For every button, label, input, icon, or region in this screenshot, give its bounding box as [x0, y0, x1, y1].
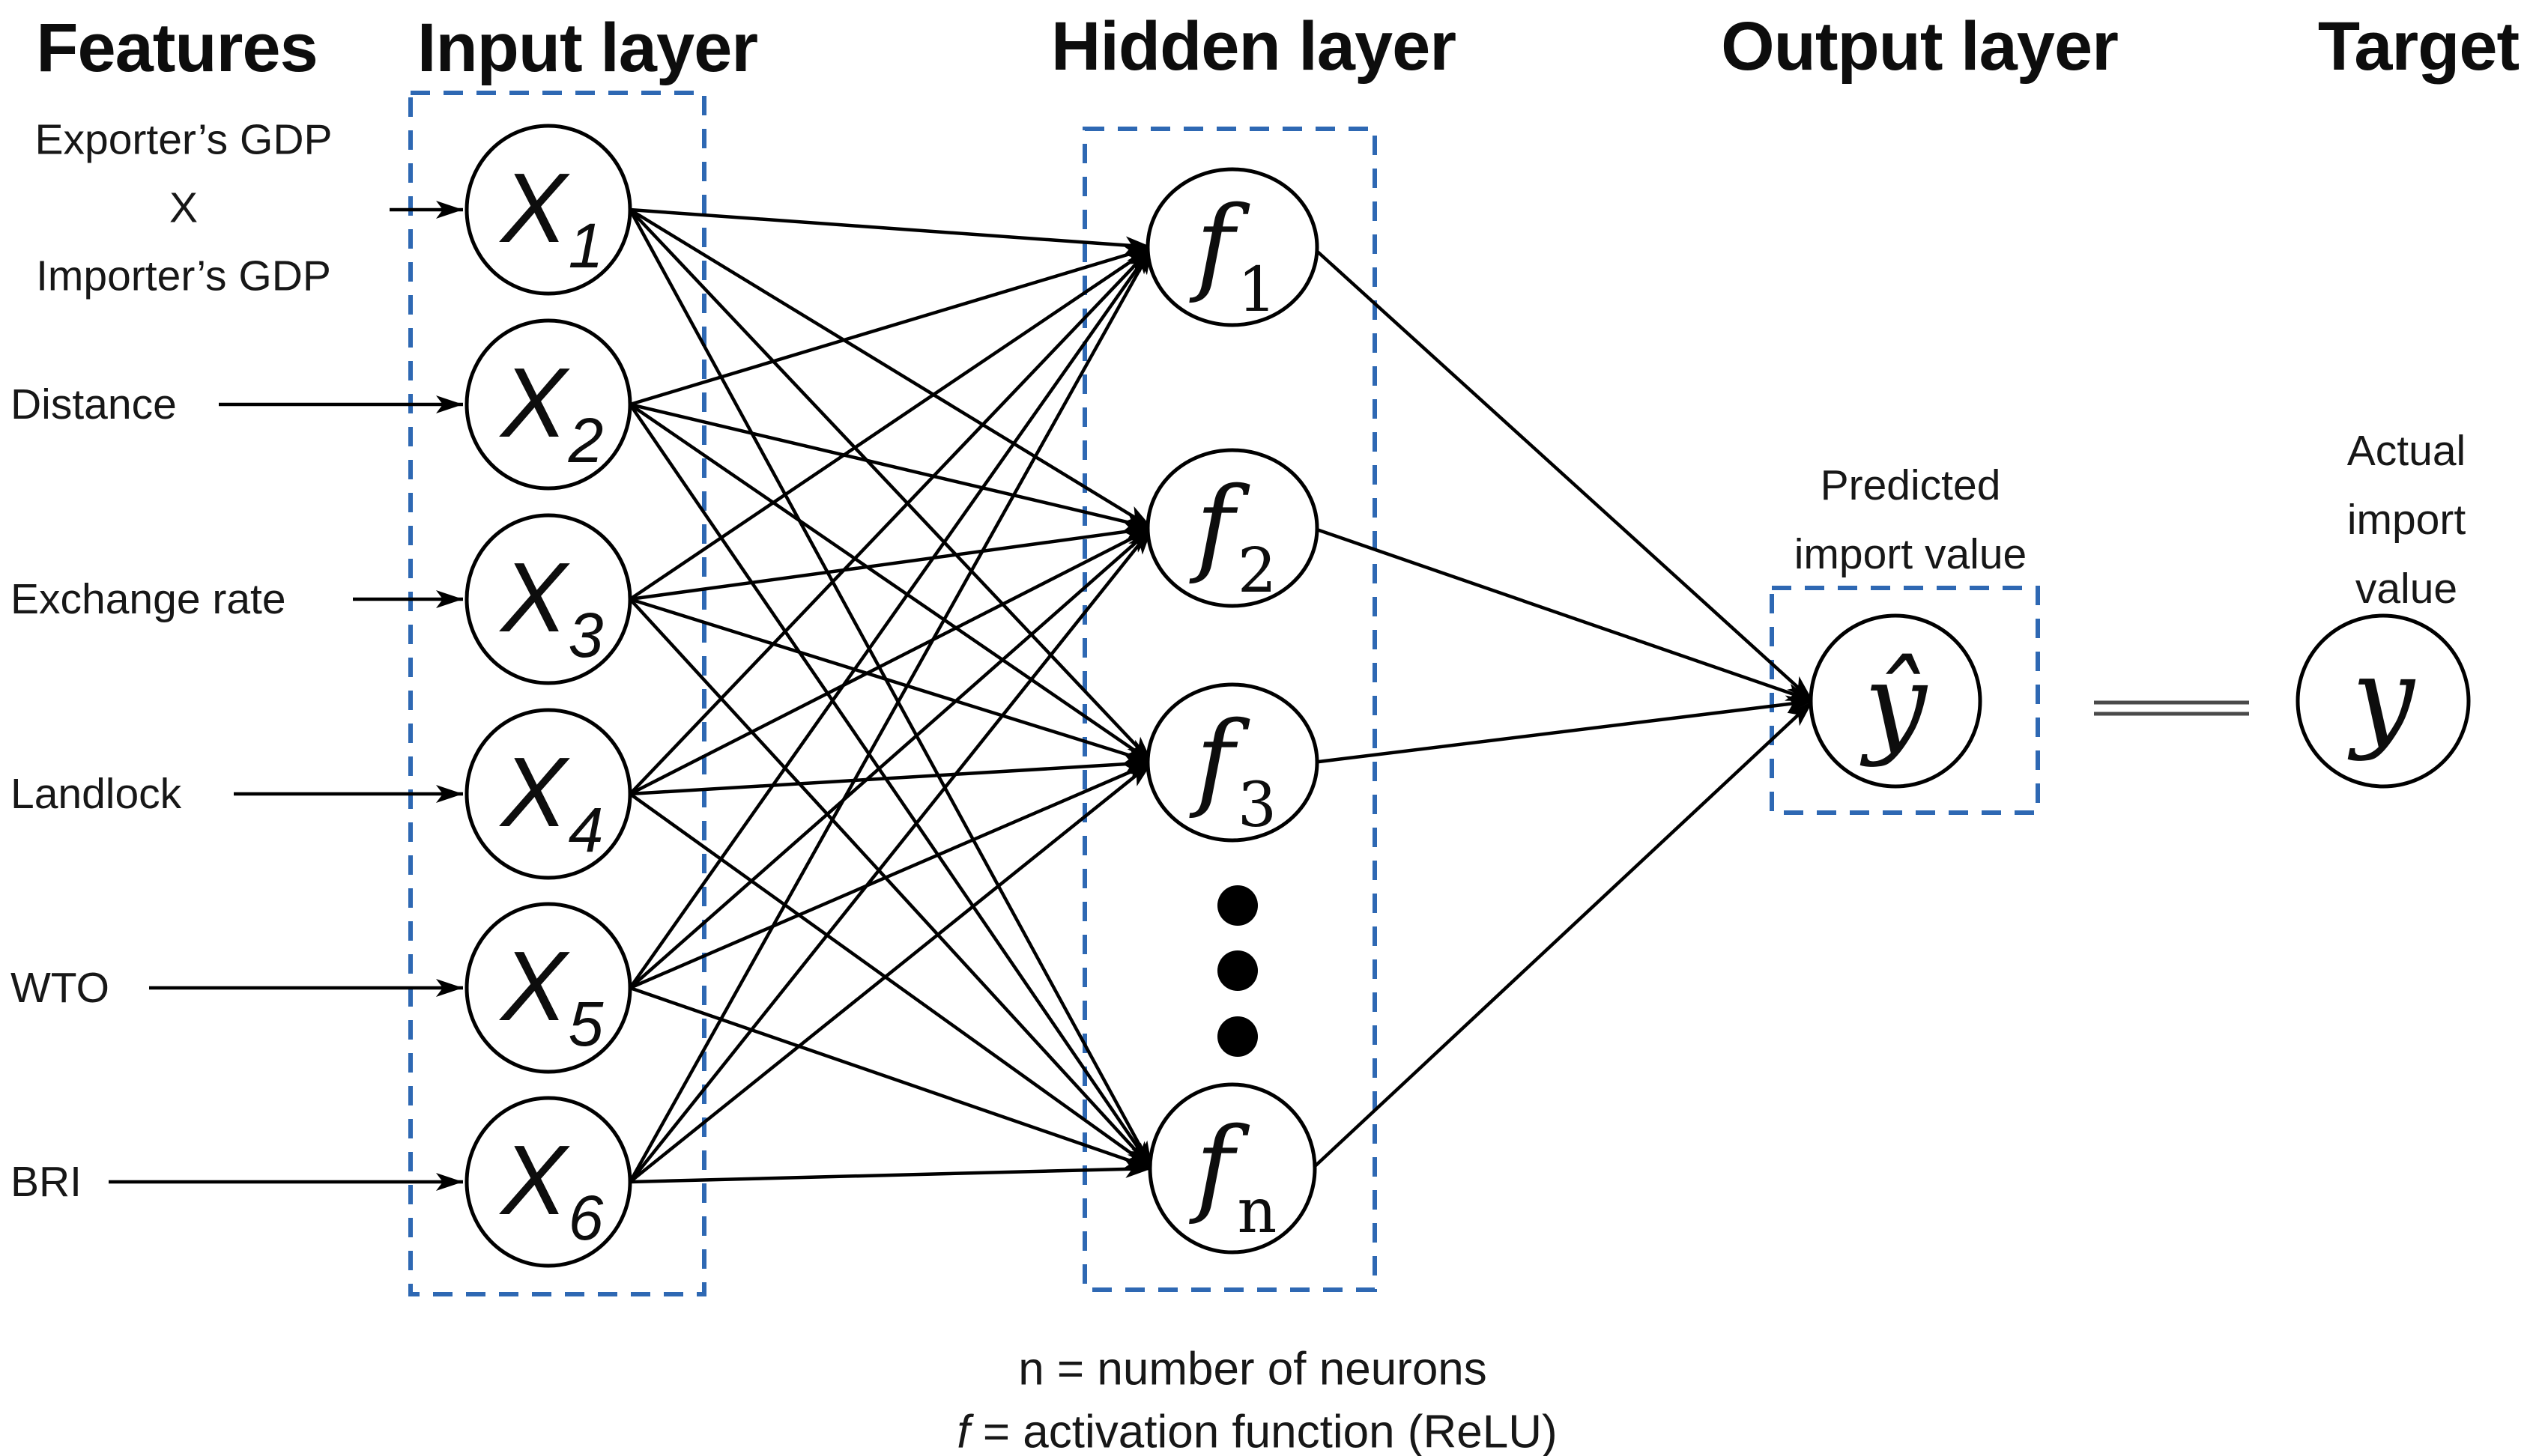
edge-x2-f1: [629, 245, 1153, 407]
hidden-node-f3-circle: [1146, 682, 1319, 843]
input-node-x1-label: X1: [500, 153, 604, 281]
input-layer-box: [408, 91, 706, 1296]
input-node-x6-label: X6: [500, 1125, 604, 1253]
edge-fn-yhat: [1311, 700, 1815, 1170]
header-features: Features: [36, 10, 318, 86]
hidden-node-fn-circle: [1148, 1082, 1317, 1255]
hidden-node-f2-label: f2: [1196, 465, 1277, 607]
edge-x6-f1: [629, 246, 1154, 1183]
input-node-x2-label: X2: [500, 348, 604, 476]
edge-x4-f3: [629, 755, 1153, 796]
feature-label-bri: BRI: [10, 1158, 82, 1206]
feature-label-exchange-rate: Exchange rate: [10, 575, 286, 623]
edge-x4-f1: [629, 246, 1154, 795]
feature-label-distance: Distance: [10, 380, 177, 428]
note-neurons: n = number of neurons: [1018, 1343, 1487, 1395]
edge-x6-fn: [629, 1159, 1153, 1184]
output-caption: Predicted import value: [1794, 461, 2027, 578]
header-input-layer: Input layer: [417, 10, 758, 86]
edge-f3-yhat: [1312, 695, 1814, 765]
edge-x1-f3: [629, 208, 1154, 764]
input-node-x5-circle: [464, 902, 632, 1074]
input-node-x5-label: X5: [500, 931, 604, 1059]
edge-x6-f2: [629, 527, 1154, 1183]
edge-x4-f2: [629, 526, 1154, 796]
target-node-y-circle: [2296, 613, 2471, 789]
header-hidden-layer: Hidden layer: [1050, 8, 1456, 85]
note-activation: f = activation function (ReLU): [957, 1406, 1557, 1456]
edge-x6-f3: [629, 761, 1154, 1183]
edge-x3-f1: [629, 246, 1154, 601]
edge-x2-f2: [629, 402, 1153, 531]
feature-label-wto: WTO: [10, 964, 109, 1012]
input-node-x4-label: X4: [500, 737, 604, 865]
edge-x5-fn: [629, 986, 1153, 1171]
feature-label-landlock: Landlock: [10, 770, 182, 818]
output-layer-box: [1770, 586, 2040, 815]
target-node-y-label: y: [2352, 634, 2415, 762]
input-node-x3-label: X3: [500, 542, 604, 670]
note-activation-rest: = activation function (ReLU): [969, 1406, 1558, 1456]
output-node-yhat-circle: [1809, 613, 1982, 789]
edge-f1-yhat: [1311, 246, 1815, 703]
edge-x3-f2: [629, 522, 1153, 601]
note-activation-f: f: [957, 1406, 970, 1456]
edge-x1-f1: [629, 207, 1153, 255]
hidden-node-f2-circle: [1146, 448, 1319, 608]
hidden-node-f3-label: f3: [1196, 700, 1277, 841]
edge-x5-f3: [629, 760, 1153, 990]
header-target: Target: [2317, 8, 2520, 85]
input-node-x4-circle: [464, 708, 632, 880]
edge-x3-f3: [629, 597, 1153, 765]
ellipsis-dot-2: [1217, 950, 1258, 991]
hidden-node-f1-circle: [1146, 167, 1319, 327]
edge-x1-fn: [629, 208, 1154, 1170]
edge-x4-fn: [629, 792, 1154, 1170]
input-node-x3-circle: [464, 513, 632, 685]
ellipsis-dot-3: [1217, 1016, 1258, 1057]
header-output-layer: Output layer: [1721, 8, 2119, 85]
edge-f2-yhat: [1312, 526, 1814, 703]
hidden-layer-box: [1083, 127, 1377, 1292]
hidden-node-f1-label: f1: [1196, 184, 1277, 326]
ellipsis-dot-1: [1217, 885, 1258, 926]
hidden-node-fn-label: fn: [1195, 1105, 1277, 1247]
edge-x2-f3: [629, 403, 1154, 764]
edge-x5-f1: [629, 246, 1154, 989]
feature-label-exporter-gdp: Exporter’s GDP X Importer’s GDP: [34, 115, 333, 300]
edge-x3-fn: [629, 598, 1154, 1170]
input-node-x1-circle: [464, 124, 632, 296]
edge-x5-f2: [629, 527, 1154, 989]
input-node-x6-circle: [464, 1096, 632, 1268]
target-caption: Actual import value: [2346, 427, 2466, 613]
output-node-yhat-label: ŷ: [1864, 640, 1927, 768]
edge-x2-fn: [629, 403, 1154, 1170]
input-node-x2-circle: [464, 318, 632, 491]
edge-x1-f2: [629, 208, 1154, 530]
